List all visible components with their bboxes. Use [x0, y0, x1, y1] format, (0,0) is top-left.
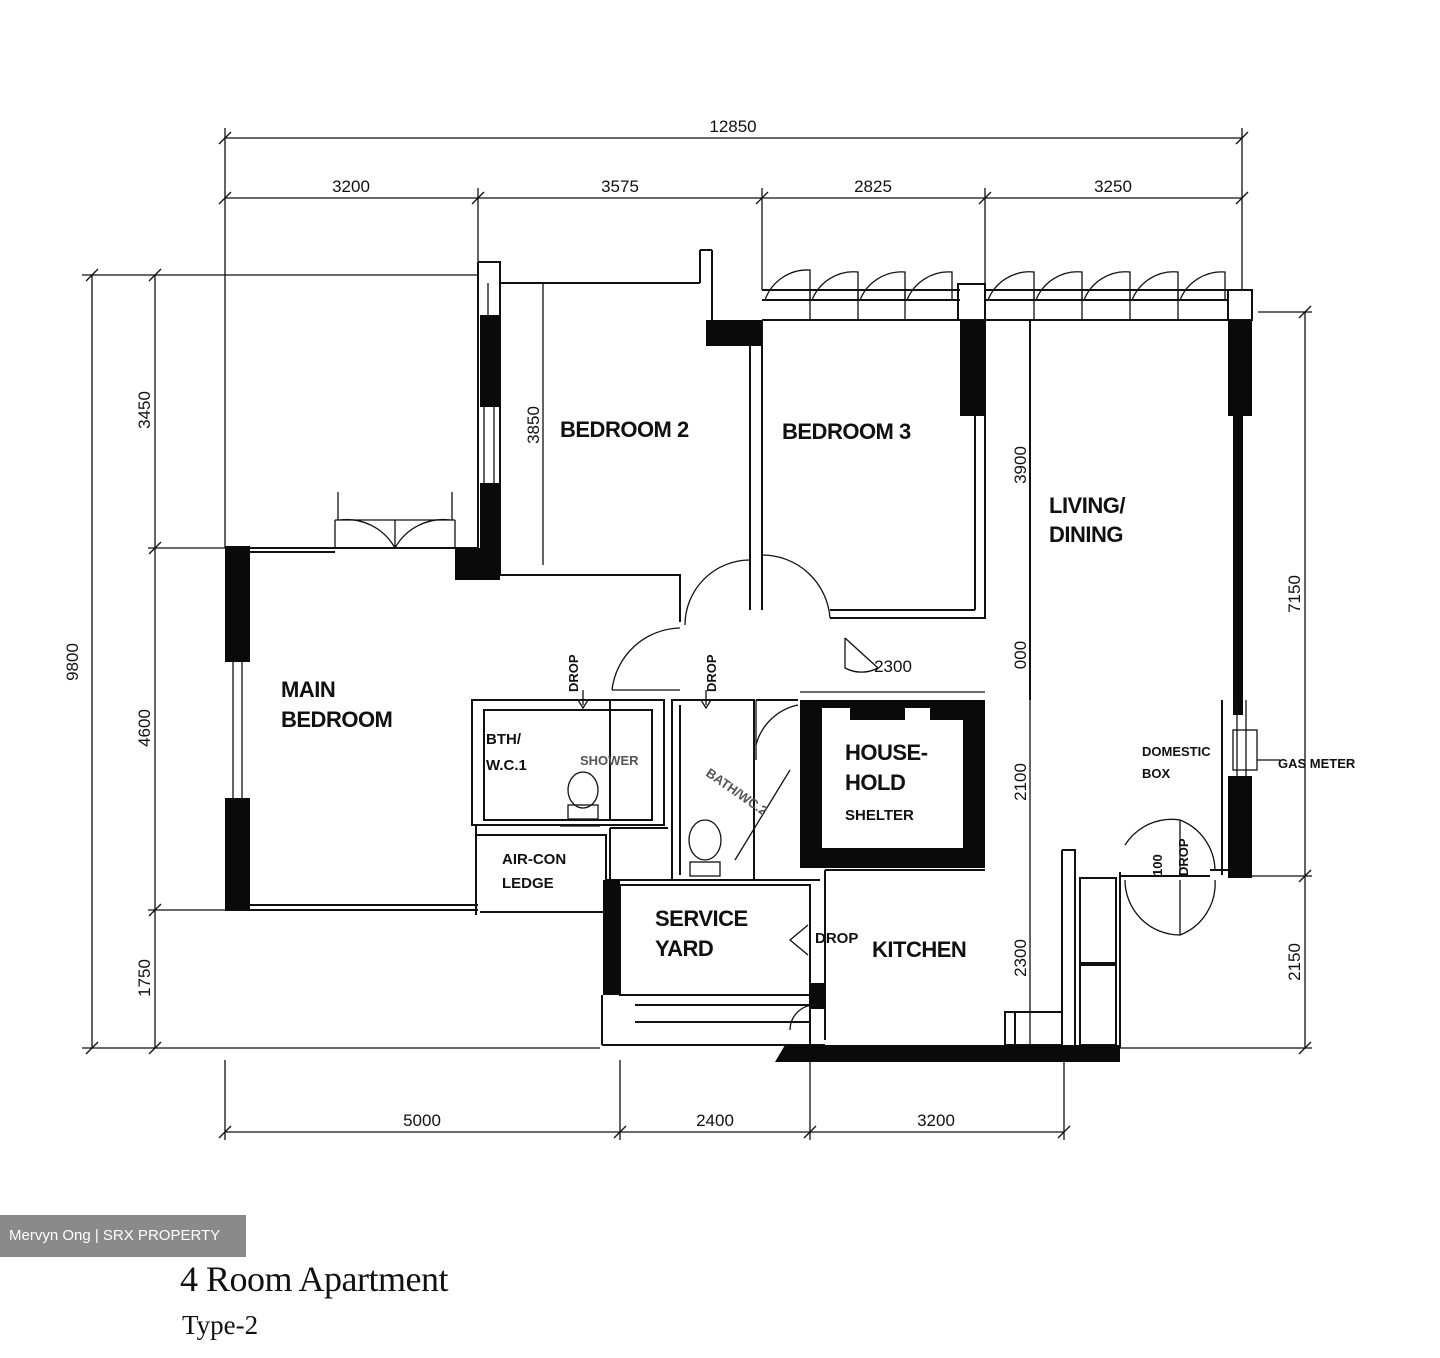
plan-subtitle: Type-2 [182, 1310, 259, 1340]
dim-top-4: 3250 [1094, 177, 1132, 196]
annotation-shower: SHOWER [580, 753, 639, 768]
annotation-drop: DROP [815, 930, 858, 947]
label-bedroom2: BEDROOM 2 [560, 417, 689, 442]
plan-title: 4 Room Apartment [180, 1259, 448, 1299]
label-kitchen: KITCHEN [872, 937, 966, 962]
annotation-gas: GAS METER [1278, 756, 1356, 771]
dim-top-1: 3200 [332, 177, 370, 196]
label-main-2: BEDROOM [281, 707, 392, 732]
label-living-1: LIVING/ [1049, 493, 1125, 518]
label-shelter-3: SHELTER [845, 807, 914, 824]
label-service-1: SERVICE [655, 906, 748, 931]
label-entrance-2: BOX [1142, 766, 1171, 781]
dim-right-1: 7150 [1285, 575, 1304, 613]
label-bath-2: W.C.1 [486, 757, 527, 774]
label-shelter-1: HOUSE- [845, 740, 928, 765]
dim-bottom-3: 3200 [917, 1111, 955, 1130]
dim-shelter-width: 2300 [874, 657, 912, 676]
dim-top-3: 2825 [854, 177, 892, 196]
label-living-2: DINING [1049, 522, 1123, 547]
doors [611, 554, 1216, 1031]
dim-left-total: 9800 [63, 643, 82, 681]
label-service-2: YARD [655, 936, 713, 961]
dim-left-2: 4600 [135, 709, 154, 747]
windows [334, 269, 1226, 549]
label-bedroom3: BEDROOM 3 [782, 419, 911, 444]
label-main-1: MAIN [281, 677, 335, 702]
dim-kitchen-depth: 2300 [1011, 939, 1030, 977]
annotation-drop-bath: DROP [566, 654, 581, 692]
dim-bedroom2-depth: 3850 [524, 406, 543, 444]
annotation-wc2: BATH/WC.2 [703, 765, 770, 818]
dim-left-1: 3450 [135, 391, 154, 429]
annotation-drop-wc2: DROP [704, 654, 719, 692]
dim-bottom-2: 2400 [696, 1111, 734, 1130]
dim-top-total: 12850 [709, 117, 756, 136]
walls [225, 249, 1258, 1062]
dim-shelter-depth: 2100 [1011, 763, 1030, 801]
label-entrance-1: DOMESTIC [1142, 744, 1211, 759]
dim-living-gap: 000 [1011, 641, 1030, 669]
dim-entrance: 100 [1150, 854, 1165, 876]
label-aircon-1: AIR-CON [502, 851, 566, 868]
dim-left-3: 1750 [135, 959, 154, 997]
dimension-lines [82, 128, 1312, 1140]
dim-right-2: 2150 [1285, 943, 1304, 981]
dim-top-2: 3575 [601, 177, 639, 196]
label-shelter-2: HOLD [845, 770, 905, 795]
label-aircon-2: LEDGE [502, 875, 554, 892]
watermark-badge: Mervyn Ong | SRX PROPERTY [0, 1215, 246, 1257]
fixtures [560, 690, 809, 956]
annotation-drop-entrance: DROP [1176, 838, 1191, 876]
dim-bottom-1: 5000 [403, 1111, 441, 1130]
label-bath-1: BTH/ [486, 731, 522, 748]
dim-living-depth: 3900 [1011, 446, 1030, 484]
